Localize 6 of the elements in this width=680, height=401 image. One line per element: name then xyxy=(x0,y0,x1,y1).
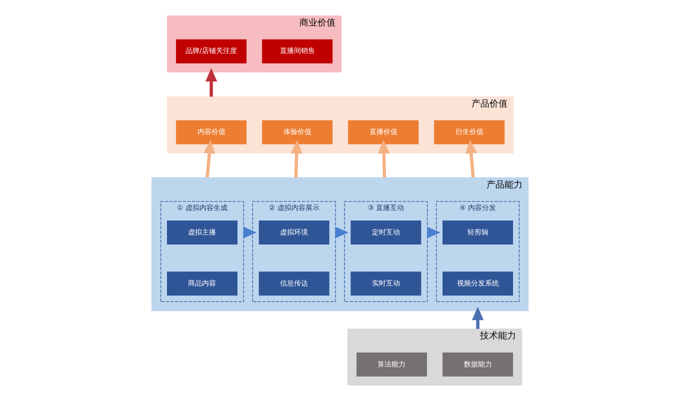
arrow xyxy=(465,140,477,178)
arrow xyxy=(205,68,218,97)
arrow xyxy=(290,140,302,178)
arrow xyxy=(378,140,390,178)
arrow xyxy=(472,306,484,329)
arrow xyxy=(204,140,216,178)
